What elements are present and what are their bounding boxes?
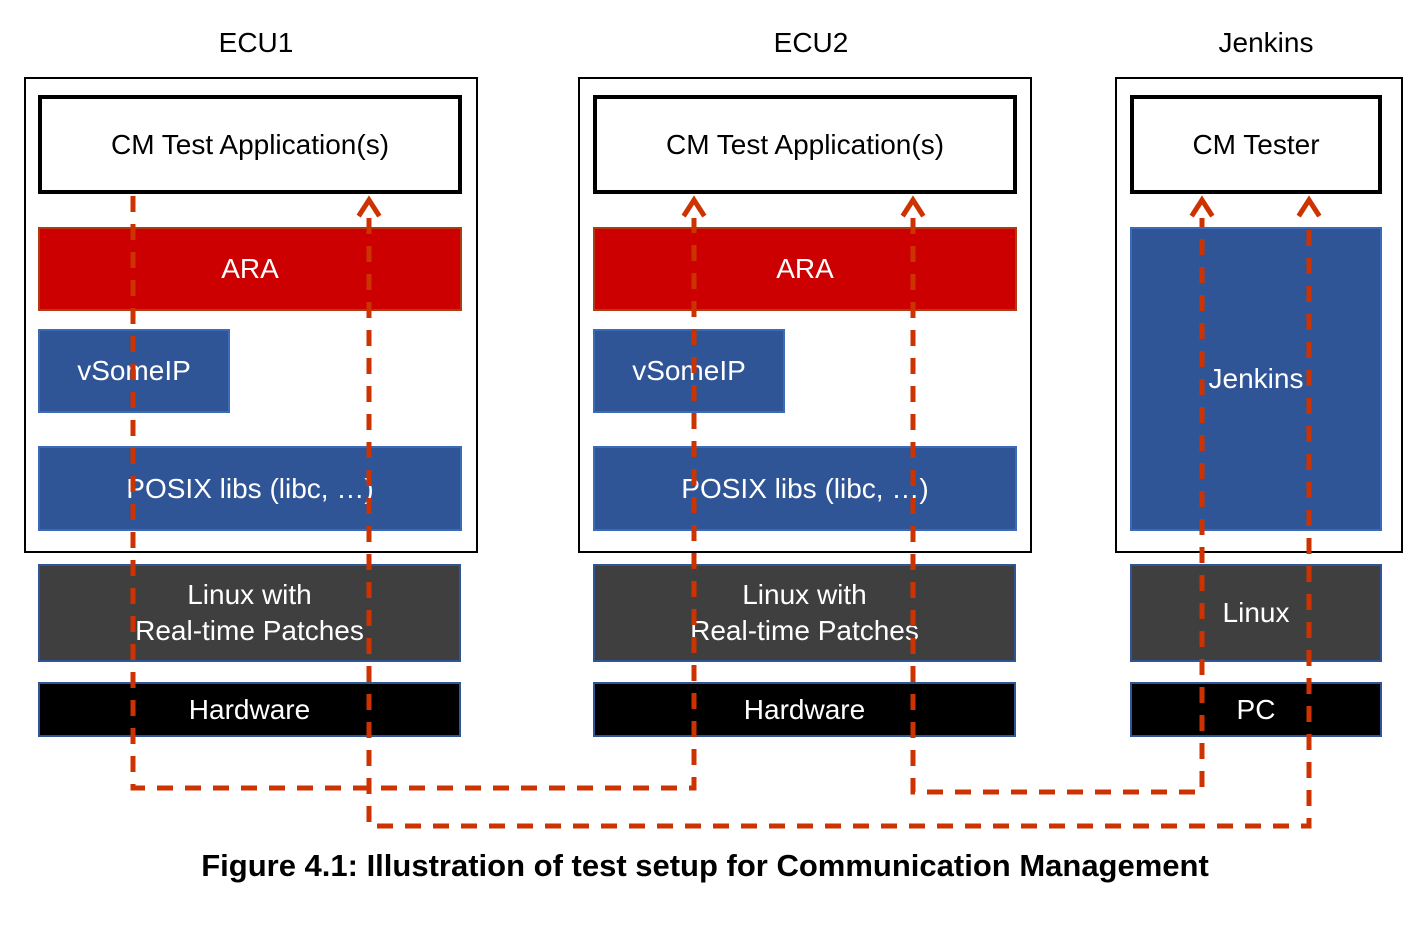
jenkins-hardware-box: PC: [1130, 682, 1382, 737]
jenkins-middleware-label: Jenkins: [1208, 363, 1304, 394]
jenkins-os-label: Linux: [1222, 597, 1290, 628]
jenkins-hardware-label: PC: [1236, 693, 1276, 725]
ecu2-os-box: Linux with Real-time Patches: [593, 564, 1016, 662]
link-ecu1-to-jenkins: [366, 218, 1312, 829]
jenkins-tester-box: CM Tester: [1130, 95, 1382, 194]
link-ecu2-to-jenkins: [910, 218, 1205, 795]
ecu1-ara-box: ARA: [38, 227, 462, 311]
arrow-head-ecu2-app-left: [681, 195, 707, 218]
arrow-head-ecu2-app-right: [900, 195, 926, 218]
ecu1-os-line1: Linux with: [187, 579, 312, 610]
ecu1-os-box: Linux with Real-time Patches: [38, 564, 461, 662]
ecu1-app-label: CM Test Application(s): [110, 128, 390, 160]
jenkins-title: Jenkins: [1218, 27, 1314, 58]
ecu2-os-line1: Linux with: [742, 579, 867, 610]
ecu2-ara-box: ARA: [593, 227, 1017, 311]
ecu2-hardware-label: Hardware: [743, 693, 866, 725]
ecu2-app-box: CM Test Application(s): [593, 95, 1017, 194]
ecu1-ara-label: ARA: [221, 253, 279, 284]
jenkins-middleware-box: Jenkins: [1130, 227, 1382, 531]
jenkins-os-box: Linux: [1130, 564, 1382, 662]
ecu2-app-label: CM Test Application(s): [665, 128, 945, 160]
ecu1-hardware-label: Hardware: [188, 693, 311, 725]
ecu2-os-line2: Real-time Patches: [690, 615, 919, 646]
arrow-head-jenkins-left: [1189, 195, 1215, 218]
ecu1-app-box: CM Test Application(s): [38, 95, 462, 194]
ecu2-posix-label: POSIX libs (libc, …): [681, 472, 929, 504]
ecu2-title: ECU2: [773, 27, 849, 58]
jenkins-tester-label: CM Tester: [1192, 128, 1320, 160]
link-ecu1-to-ecu2: [130, 196, 697, 791]
ecu1-hardware-box: Hardware: [38, 682, 461, 737]
ecu1-posix-label: POSIX libs (libc, …): [126, 472, 374, 504]
ecu2-ara-label: ARA: [776, 253, 834, 284]
ecu1-os-line2: Real-time Patches: [135, 615, 364, 646]
ecu2-vsomeip-label: vSomeIP: [632, 355, 746, 386]
ecu2-hardware-box: Hardware: [593, 682, 1016, 737]
ecu2-posix-box: POSIX libs (libc, …): [593, 446, 1017, 531]
figure-caption: Figure 4.1: Illustration of test setup f…: [201, 848, 1209, 883]
ecu1-title: ECU1: [218, 27, 294, 58]
ecu1-posix-box: POSIX libs (libc, …): [38, 446, 462, 531]
arrow-head-ecu1-app: [356, 195, 382, 218]
arrow-head-jenkins-right: [1296, 195, 1322, 218]
ecu2-vsomeip-box: vSomeIP: [593, 329, 785, 413]
